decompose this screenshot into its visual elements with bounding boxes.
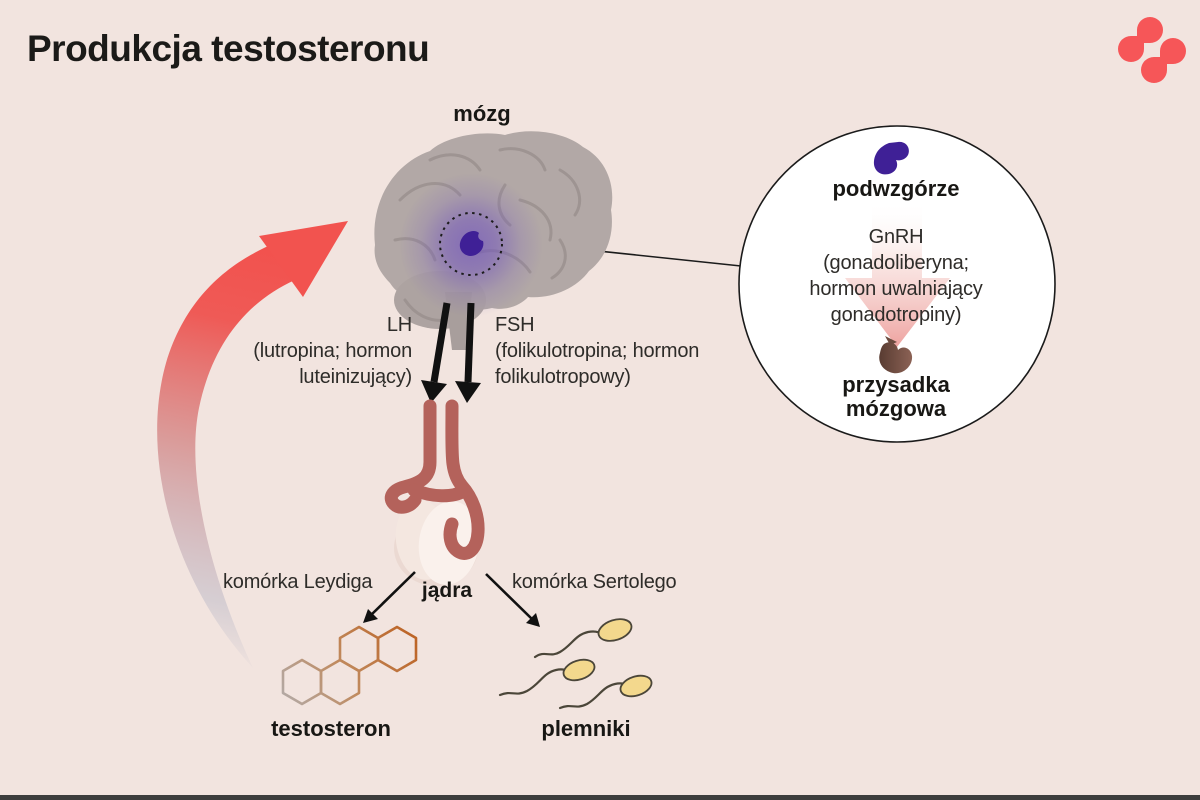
leydig-arrow — [363, 571, 416, 623]
gnrh-release-arrow — [845, 203, 950, 347]
brain-label: mózg — [453, 101, 511, 126]
bottom-edge-bar — [0, 795, 1200, 800]
hypothalamus-icon — [873, 141, 909, 175]
sperm-label: plemniki — [541, 716, 631, 741]
testes-illustration — [384, 399, 485, 586]
callout-circle — [738, 125, 1056, 443]
brain-illustration — [374, 131, 613, 350]
gnrh-label: GnRH (gonadoliberyna; hormon uwalniający… — [809, 226, 983, 326]
pituitary-icon — [879, 336, 913, 374]
logo-petal-icon — [1141, 57, 1167, 83]
lh-label: LH (lutropina; hormon luteinizujący) — [253, 314, 412, 388]
hypothalamus-label: podwzgórze — [832, 176, 960, 201]
page-title: Produkcja testosteronu — [27, 28, 430, 69]
sertoli-arrow — [485, 573, 540, 627]
lh-arrow — [421, 302, 451, 403]
hypothalamus-highlight — [399, 173, 543, 317]
feedback-arrow — [157, 221, 348, 668]
fsh-arrow — [455, 302, 481, 403]
testosterone-molecule — [281, 625, 418, 706]
sertoli-cell-label: komórka Sertolego — [512, 571, 677, 593]
sperm-illustration — [498, 618, 653, 710]
logo-petal-icon — [1118, 36, 1144, 62]
fsh-label: FSH (folikulotropina; hormon folikulotro… — [495, 314, 700, 388]
gonads-label: jądra — [421, 579, 473, 602]
hypothalamus-spot — [459, 230, 484, 256]
pituitary-label: przysadka mózgowa — [842, 372, 950, 421]
leydig-cell-label: komórka Leydiga — [223, 571, 373, 593]
testosterone-label: testosteron — [271, 716, 391, 741]
